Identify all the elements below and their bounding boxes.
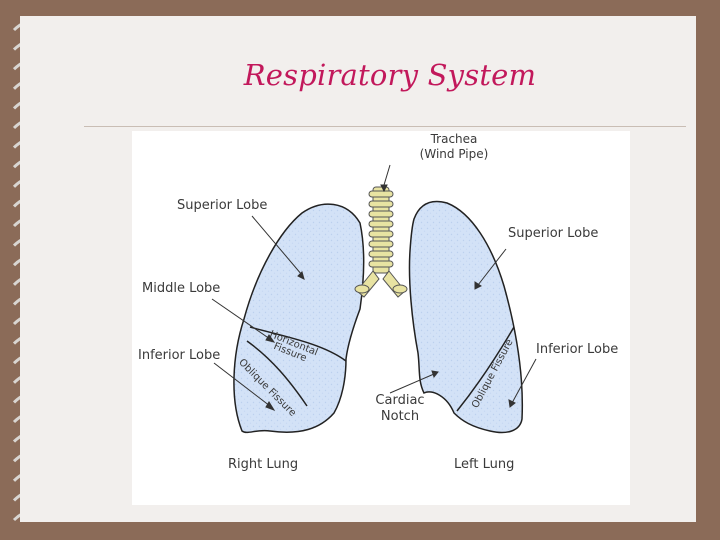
left-lung-shape <box>408 200 524 434</box>
horizontal-fissure-line <box>249 326 347 362</box>
trachea-label-line1: Trachea <box>430 132 478 146</box>
leader-lines <box>211 164 537 411</box>
trachea-label: Trachea (Wind Pipe) <box>404 132 504 162</box>
cardiac-notch-label: Cardiac Notch <box>360 393 440 425</box>
left-inferior-lobe-label: Inferior Lobe <box>536 342 619 357</box>
trachea-shape <box>354 186 408 298</box>
right-superior-lobe-label: Superior Lobe <box>177 198 268 213</box>
right-oblique-fissure-line <box>246 340 308 407</box>
left-lung-label: Left Lung <box>454 457 515 472</box>
right-lung-shape <box>233 203 365 434</box>
right-inferior-lobe-label: Inferior Lobe <box>138 348 221 363</box>
cardiac-notch-label-line1: Cardiac <box>375 393 425 408</box>
cardiac-notch-label-line2: Notch <box>380 409 420 424</box>
trachea-label-line2: (Wind Pipe) <box>419 147 489 161</box>
right-lung-label: Right Lung <box>228 457 299 472</box>
slide-title: Respiratory System <box>243 58 537 92</box>
title-divider <box>84 126 686 127</box>
left-superior-lobe-label: Superior Lobe <box>508 226 599 241</box>
middle-lobe-label: Middle Lobe <box>142 281 221 296</box>
lung-illustration <box>211 164 537 434</box>
lung-diagram: Trachea (Wind Pipe) Superior Lobe Middle… <box>132 131 630 505</box>
left-oblique-fissure-line <box>456 326 515 412</box>
